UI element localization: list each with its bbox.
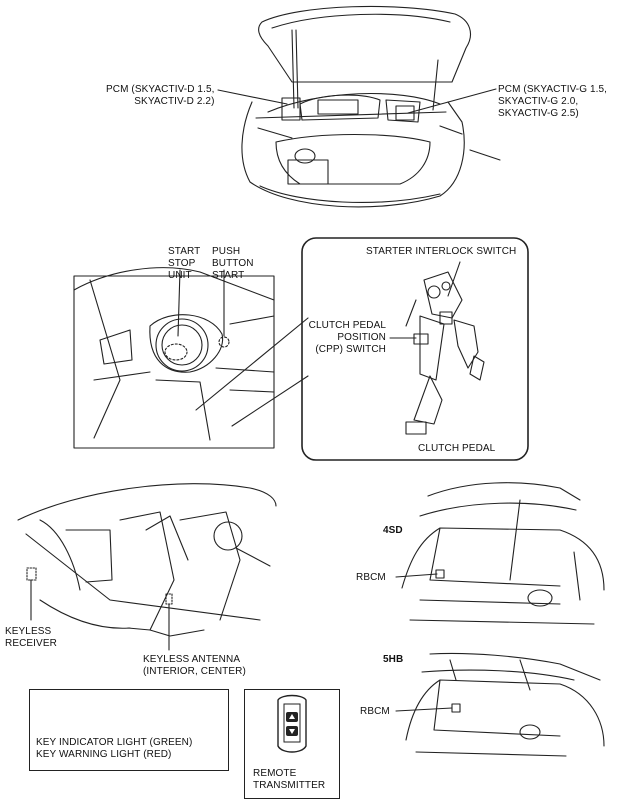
pedal-illustration	[405, 271, 485, 435]
trunk-5hb-illustration	[405, 652, 605, 757]
push-button-start-label: PUSH BUTTON START	[212, 246, 254, 281]
clutch-pedal-label: CLUTCH PEDAL	[418, 443, 496, 454]
pcm-gasoline-label: PCM (SKYACTIV-G 1.5, SKYACTIV-G 2.0, SKY…	[498, 84, 608, 119]
remote-label: REMOTE	[253, 768, 297, 779]
key-warning-light-label: KEY WARNING LIGHT (RED)	[36, 749, 172, 760]
cpp-switch-label: CLUTCH PEDAL POSITION (CPP) SWITCH	[308, 320, 386, 355]
keyless-receiver-label: KEYLESS RECEIVER	[5, 626, 57, 649]
transmitter-label: TRANSMITTER	[253, 780, 326, 791]
cabin-illustration	[17, 483, 277, 637]
pedal-detail-frame	[301, 237, 529, 461]
rbcm-4sd-label: RBCM	[356, 572, 386, 583]
start-stop-unit-label: START STOP UNIT	[168, 246, 201, 281]
key-lights-box: KEY INDICATOR LIGHT (GREEN) KEY WARNING …	[29, 689, 229, 771]
remote-fob-icon	[277, 694, 307, 753]
dashboard-illustration	[73, 267, 275, 449]
car-front-illustration	[241, 5, 501, 208]
rbcm-5hb-label: RBCM	[360, 706, 390, 717]
trunk-4sd-illustration	[401, 482, 605, 625]
variant-4sd-label: 4SD	[383, 525, 403, 536]
remote-transmitter-box: REMOTE TRANSMITTER	[244, 689, 340, 799]
variant-5hb-label: 5HB	[383, 654, 404, 665]
keyless-antenna-label: KEYLESS ANTENNA (INTERIOR, CENTER)	[143, 654, 246, 677]
starter-interlock-switch-label: STARTER INTERLOCK SWITCH	[366, 246, 517, 257]
pcm-diesel-label: PCM (SKYACTIV-D 1.5, SKYACTIV-D 2.2)	[106, 84, 215, 107]
key-indicator-light-label: KEY INDICATOR LIGHT (GREEN)	[36, 737, 193, 748]
